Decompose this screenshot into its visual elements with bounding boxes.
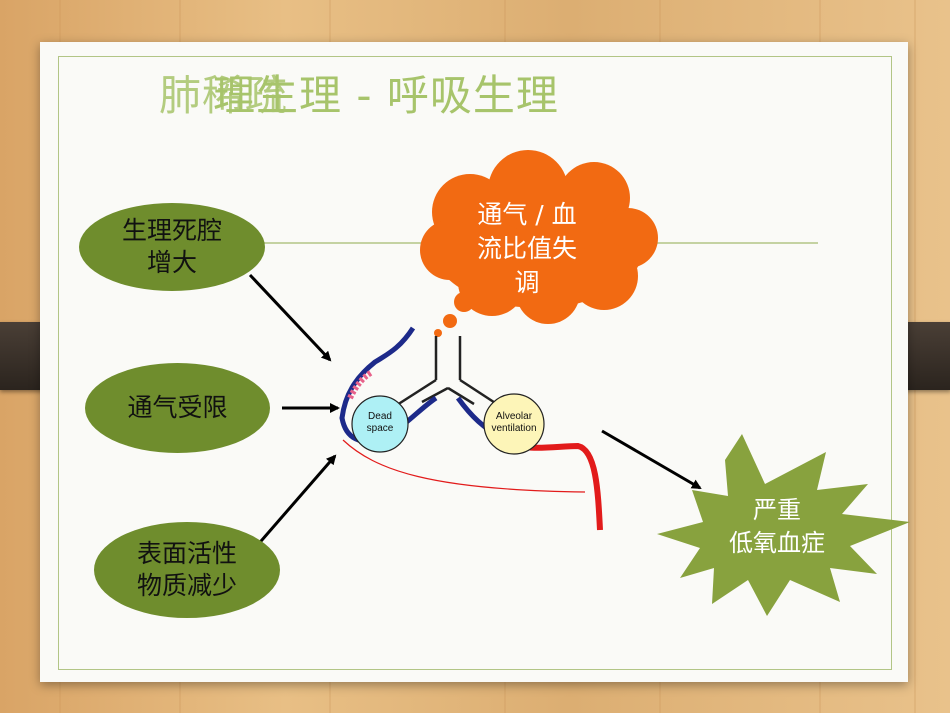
dead-space-alveolus <box>351 395 409 453</box>
vessel-pink-segment <box>347 369 374 400</box>
cause-dead-space-line2: 增大 <box>146 248 197 277</box>
slide-title-overlap: 肺稀疏 <box>159 71 289 120</box>
cloud-bubble <box>420 150 658 337</box>
cause-surfactant-line2: 物质减少 <box>136 571 237 600</box>
cloud-text: 通气 / 血 流比值失 调 <box>452 198 602 300</box>
result-text: 严重 低氧血症 <box>702 494 852 560</box>
artery-thin <box>342 439 586 493</box>
cause-ventilation-ellipse: 通气受限 <box>85 363 270 453</box>
result-starburst <box>657 434 910 616</box>
cause-surfactant-ellipse: 表面活性 物质减少 <box>94 522 280 618</box>
result-line2: 低氧血症 <box>729 529 825 557</box>
cloud-line3: 调 <box>514 268 540 297</box>
cloud-line2: 流比值失 <box>476 234 577 263</box>
cause-dead-space-line1: 生理死腔 <box>121 216 222 245</box>
arrow-surfactant <box>253 454 337 549</box>
cloud-line1: 通气 / 血 <box>477 200 577 229</box>
cause-dead-space-ellipse: 生理死腔 增大 <box>79 203 265 291</box>
cause-surfactant-line1: 表面活性 <box>136 539 237 568</box>
result-line1: 严重 <box>753 496 801 524</box>
artery-vessel <box>499 439 603 531</box>
arrow-result <box>601 429 702 490</box>
arrow-dead-space <box>248 273 332 362</box>
alveolar-ventilation-alveolus <box>483 393 545 455</box>
slide-frame <box>58 56 892 670</box>
airway-outline <box>385 336 507 414</box>
alveolar-ventilation-label: Alveolar ventilation <box>491 411 537 434</box>
cause-ventilation-label: 通气受限 <box>127 393 228 422</box>
dead-space-label: Dead space <box>366 411 394 434</box>
slide-title: 理生理 - 呼吸生理 <box>213 71 559 120</box>
